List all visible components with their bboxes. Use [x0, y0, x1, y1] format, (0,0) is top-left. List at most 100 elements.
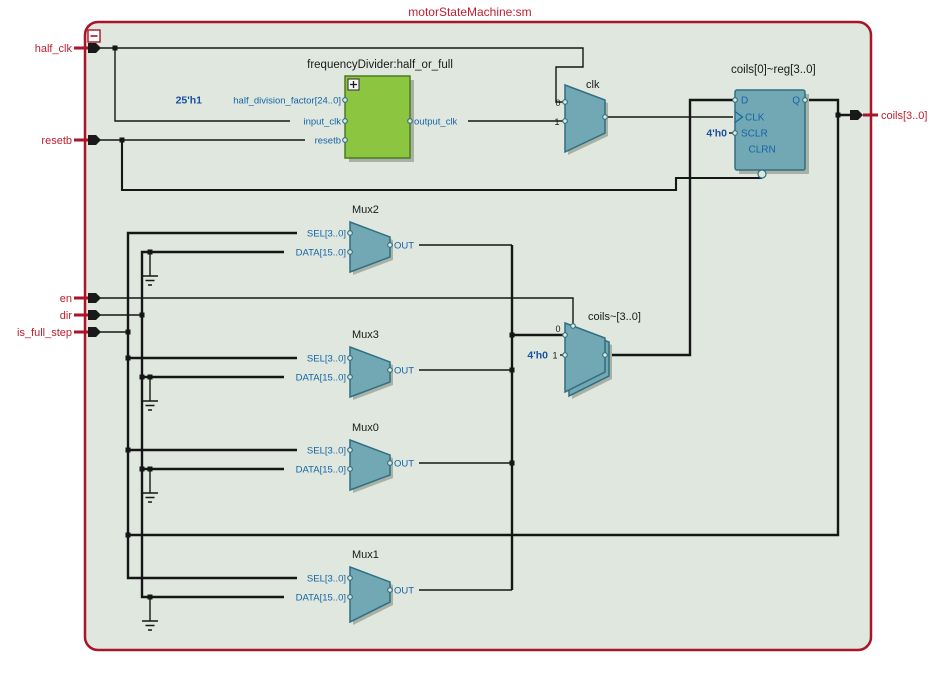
module-frame[interactable]: [83, 20, 873, 652]
divider-constant: 25'h1: [176, 95, 203, 107]
coils-mux-in0-label: 0: [555, 324, 560, 334]
port-label: half_clk: [35, 43, 73, 55]
port-is-full-step[interactable]: is_full_step: [17, 327, 101, 339]
mux-pin-out: OUT: [394, 366, 414, 377]
coils-mux-constant: 4'h0: [527, 350, 548, 362]
mux-Mux0[interactable]: Mux0 SEL[3..0] DATA[15..0] OUT: [296, 422, 415, 493]
label-backplate: [290, 115, 343, 127]
divider-pin-factor: half_division_factor[24..0]: [233, 96, 341, 107]
label-backplate: [297, 444, 348, 456]
label-backplate: [297, 572, 348, 584]
output-arrow-icon: [850, 110, 863, 120]
port-resetb[interactable]: resetb: [41, 135, 101, 147]
label-backplate: [284, 591, 348, 603]
ground-symbol[interactable]: [142, 252, 158, 286]
mux-pin-out: OUT: [394, 459, 414, 470]
ground-symbol[interactable]: [142, 469, 158, 503]
register-body[interactable]: [734, 89, 806, 171]
mux-coils[interactable]: coils~[3..0]: [564, 311, 641, 399]
mux-body[interactable]: [564, 83, 606, 154]
pin-dot: [347, 594, 353, 600]
net-en[interactable]: [100, 297, 574, 326]
port-en[interactable]: en: [60, 293, 101, 305]
expand-plus-glyph: [350, 81, 357, 88]
mux-label: Mux2: [352, 204, 379, 216]
port-label: en: [60, 293, 72, 305]
mux-pin-out: OUT: [394, 586, 414, 597]
ground-symbol[interactable]: [142, 597, 158, 631]
pin-dot: [342, 137, 348, 143]
ground-symbol[interactable]: [142, 377, 158, 411]
label-backplate: [297, 227, 348, 239]
clock-triangle-icon: [734, 111, 744, 123]
register-pin-clrn: CLRN: [749, 145, 776, 156]
net-resetb-clrn[interactable]: [120, 140, 762, 192]
label-backplate: [392, 364, 419, 376]
mux-pin-data: DATA[15..0]: [296, 593, 346, 604]
mux-clk[interactable]: clk: [564, 79, 608, 155]
pin-dot: [387, 587, 393, 593]
port-coils-output[interactable]: coils[3..0]: [850, 110, 927, 122]
input-arrow-icon: [88, 135, 101, 145]
block-register[interactable]: coils[0]~reg[3..0] D CLK SCLR CLRN Q: [731, 64, 816, 174]
pin-dot: [347, 466, 353, 472]
label-backplate: [392, 457, 419, 469]
pin-dot: [387, 460, 393, 466]
mux-label: Mux3: [352, 329, 379, 341]
expand-icon[interactable]: [347, 78, 360, 91]
block-frequency-divider[interactable]: frequencyDivider:half_or_full: [307, 59, 453, 162]
input-arrow-icon: [88, 310, 101, 320]
clk-mux-in0-label: 0: [555, 98, 560, 108]
mux-pin-sel: SEL[3..0]: [307, 446, 346, 457]
register-pin-clk: CLK: [745, 113, 765, 124]
pin-dot: [562, 99, 568, 105]
pin-dot: [562, 118, 568, 124]
mux-body[interactable]: [349, 345, 391, 399]
mux-Mux1[interactable]: Mux1 SEL[3..0] DATA[15..0] OUT: [296, 549, 415, 625]
port-label: coils[3..0]: [881, 110, 927, 122]
collapse-icon[interactable]: [87, 29, 101, 43]
pin-dot: [407, 118, 413, 124]
pin-dot: [347, 230, 353, 236]
label-backplate: [392, 239, 419, 251]
divider-pin-resetb: resetb: [315, 136, 341, 147]
port-label: dir: [60, 310, 73, 322]
net-coils-bundle[interactable]: [510, 245, 565, 590]
mux-body[interactable]: [349, 565, 391, 624]
pin-dot: [347, 575, 353, 581]
pin-dot: [342, 97, 348, 103]
port-label: resetb: [41, 135, 72, 147]
mux-Mux2[interactable]: Mux2 SEL[3..0] DATA[15..0] OUT: [296, 204, 415, 275]
pin-dot: [732, 130, 738, 136]
mux-pin-sel: SEL[3..0]: [307, 229, 346, 240]
port-half-clk[interactable]: half_clk: [35, 43, 101, 55]
pin-dot: [347, 447, 353, 453]
pin-dot: [342, 118, 348, 124]
pin-dot: [347, 374, 353, 380]
mux-body[interactable]: [349, 438, 391, 492]
label-backplate: [284, 371, 348, 383]
net-half-clk[interactable]: [100, 47, 584, 122]
mux-Mux3[interactable]: Mux3 SEL[3..0] DATA[15..0] OUT: [296, 329, 415, 400]
mux-pin-data: DATA[15..0]: [296, 465, 346, 476]
mux-body[interactable]: [349, 220, 391, 274]
mux-label: Mux0: [352, 422, 379, 434]
pin-dot: [387, 367, 393, 373]
label-backplate: [412, 115, 468, 127]
register-pin-d: D: [741, 96, 748, 107]
port-label: is_full_step: [17, 327, 72, 339]
pin-dot: [802, 97, 808, 103]
net-mux-out-wires[interactable]: [390, 244, 512, 591]
label-backplate: [305, 134, 343, 146]
pin-dot: [562, 332, 568, 338]
port-dir[interactable]: dir: [60, 310, 101, 322]
register-sclr-constant: 4'h0: [706, 128, 727, 140]
mux-body[interactable]: [564, 321, 606, 394]
pin-dot: [570, 323, 576, 329]
mux-label: Mux1: [352, 549, 379, 561]
input-arrow-icon: [88, 327, 101, 337]
pin-dot: [602, 352, 608, 358]
net-next-state[interactable]: [605, 98, 735, 357]
